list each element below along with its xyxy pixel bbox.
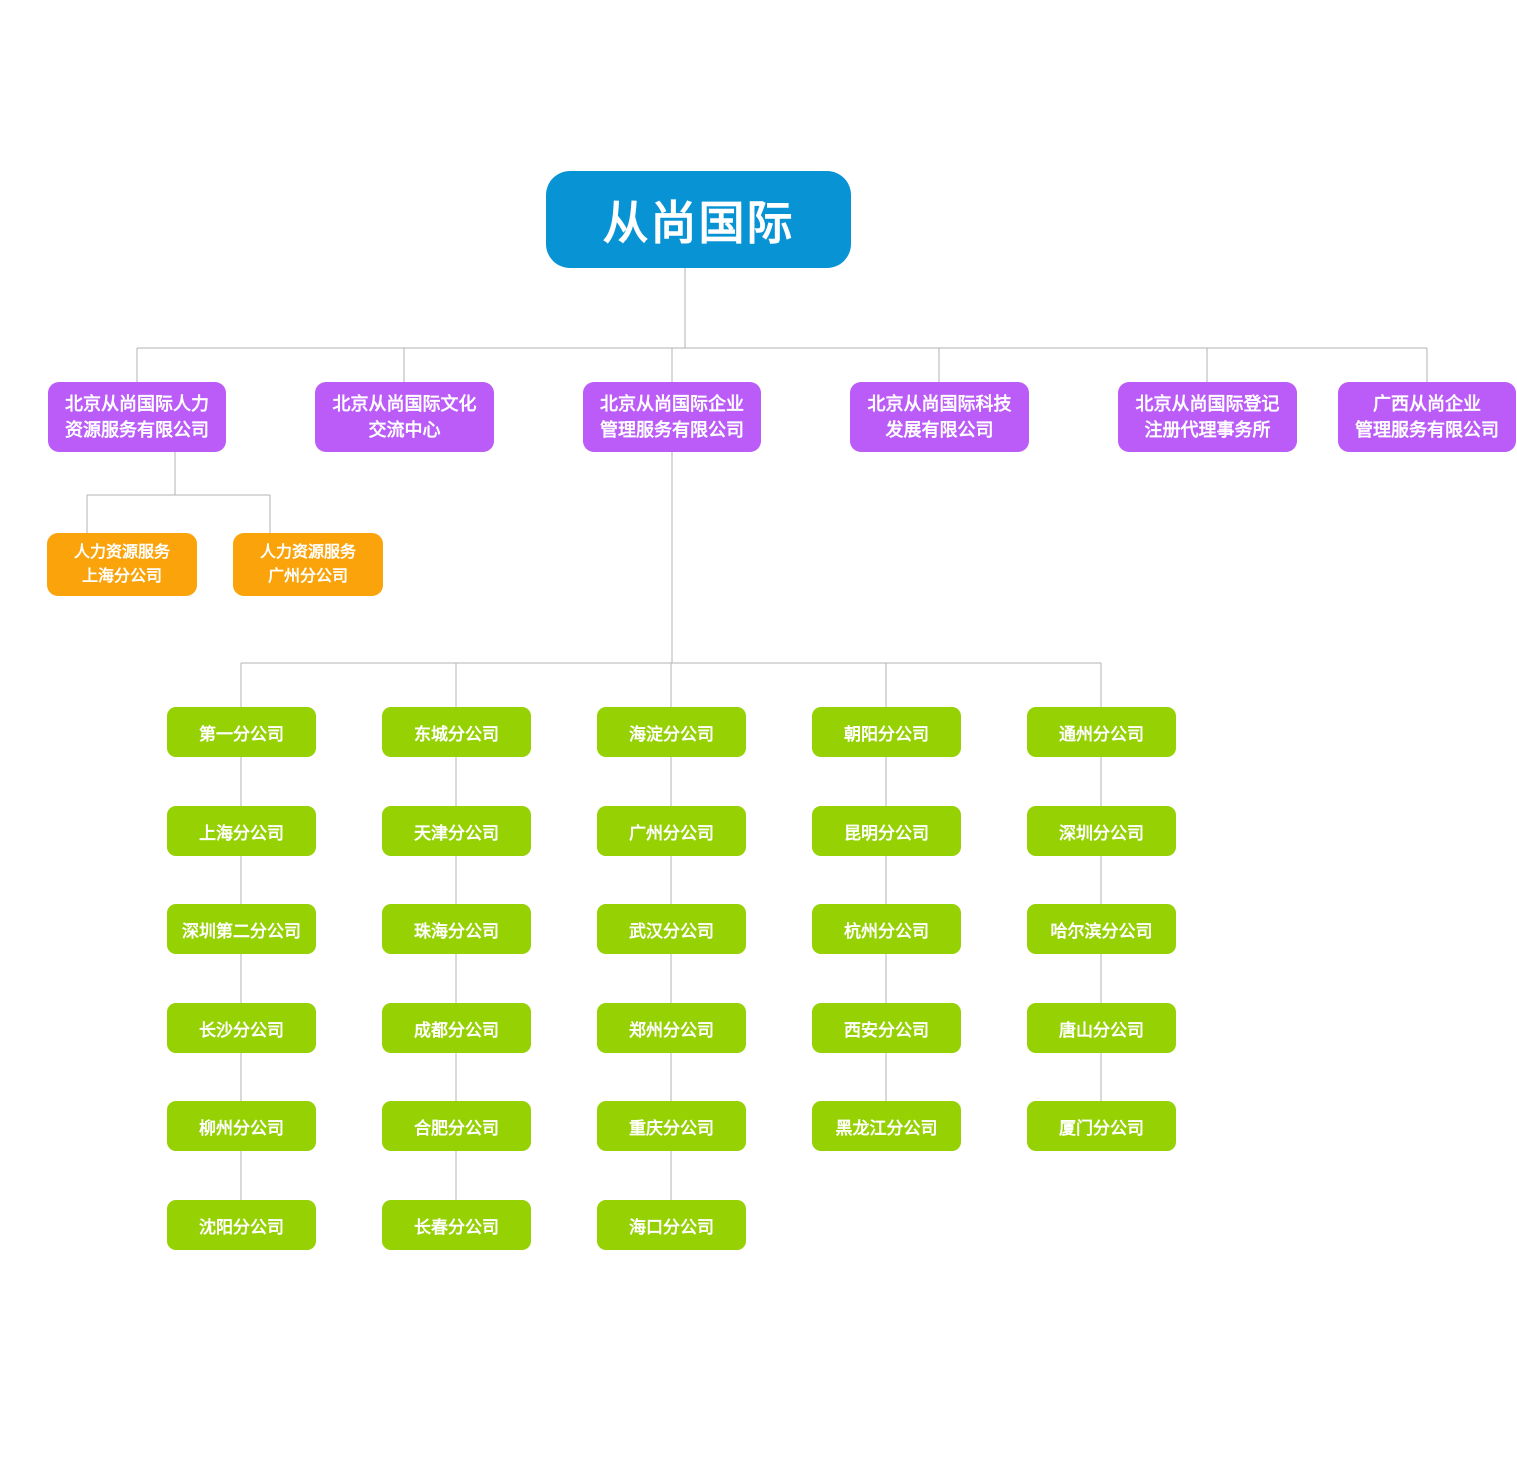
node-bj-culture-exchange-center: 北京从尚国际文化 交流中心 — [315, 382, 494, 452]
node-guangxi-enterprise-mgmt-co: 广西从尚企业 管理服务有限公司 — [1338, 382, 1516, 452]
branch-node: 珠海分公司 — [382, 904, 531, 954]
branch-node: 长春分公司 — [382, 1200, 531, 1250]
branch-node: 厦门分公司 — [1027, 1101, 1176, 1151]
branch-node: 唐山分公司 — [1027, 1003, 1176, 1053]
branch-node: 海淀分公司 — [597, 707, 746, 757]
branch-node: 郑州分公司 — [597, 1003, 746, 1053]
node-bj-registration-agency: 北京从尚国际登记 注册代理事务所 — [1118, 382, 1297, 452]
branch-node: 武汉分公司 — [597, 904, 746, 954]
branch-node: 广州分公司 — [597, 806, 746, 856]
branch-node: 东城分公司 — [382, 707, 531, 757]
branch-node: 深圳第二分公司 — [167, 904, 316, 954]
branch-node: 杭州分公司 — [812, 904, 961, 954]
node-bj-tech-development-co: 北京从尚国际科技 发展有限公司 — [850, 382, 1029, 452]
branch-node: 上海分公司 — [167, 806, 316, 856]
branch-node: 黑龙江分公司 — [812, 1101, 961, 1151]
branch-node: 柳州分公司 — [167, 1101, 316, 1151]
branch-node: 天津分公司 — [382, 806, 531, 856]
branch-node: 朝阳分公司 — [812, 707, 961, 757]
branch-node: 西安分公司 — [812, 1003, 961, 1053]
branch-node: 海口分公司 — [597, 1200, 746, 1250]
node-hr-guangzhou-branch: 人力资源服务 广州分公司 — [233, 533, 383, 596]
branch-node: 通州分公司 — [1027, 707, 1176, 757]
branch-node: 昆明分公司 — [812, 806, 961, 856]
branch-node: 重庆分公司 — [597, 1101, 746, 1151]
branch-node: 深圳分公司 — [1027, 806, 1176, 856]
node-hr-shanghai-branch: 人力资源服务 上海分公司 — [47, 533, 197, 596]
node-bj-hr-services-co: 北京从尚国际人力 资源服务有限公司 — [48, 382, 226, 452]
branch-node: 合肥分公司 — [382, 1101, 531, 1151]
branch-node: 第一分公司 — [167, 707, 316, 757]
branch-node: 哈尔滨分公司 — [1027, 904, 1176, 954]
branch-node: 成都分公司 — [382, 1003, 531, 1053]
node-bj-enterprise-mgmt-co: 北京从尚国际企业 管理服务有限公司 — [583, 382, 761, 452]
branch-node: 长沙分公司 — [167, 1003, 316, 1053]
branch-node: 沈阳分公司 — [167, 1200, 316, 1250]
org-root-node: 从尚国际 — [546, 171, 851, 268]
